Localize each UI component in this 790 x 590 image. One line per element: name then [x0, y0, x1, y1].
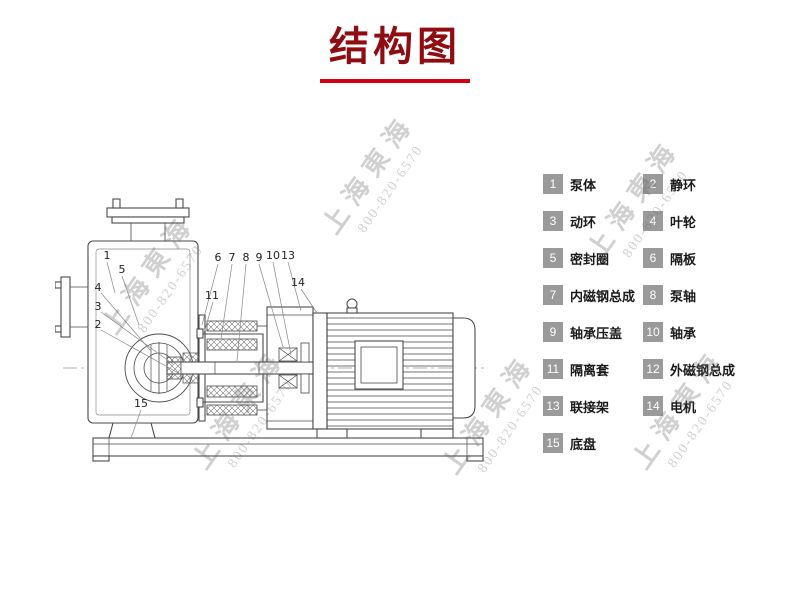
legend-item-number: 4 — [643, 211, 663, 231]
callout-5: 5 — [119, 263, 126, 276]
callout-10: 10 — [266, 249, 280, 262]
legend-item: 5 密封圈 — [543, 248, 643, 268]
legend-item-number: 12 — [643, 359, 663, 379]
parts-legend: 1 泵体 2 静环 3 动环 4 叶轮 5 密封圈 6 隔板 7 内磁钢总成 8 — [543, 174, 749, 453]
legend-item-number: 7 — [543, 285, 563, 305]
legend-item: 14 电机 — [643, 396, 749, 416]
legend-item: 7 内磁钢总成 — [543, 285, 643, 305]
legend-item: 12 外磁钢总成 — [643, 359, 749, 379]
pump-diagram-svg: 1 5 4 3 2 15 6 7 8 9 10 13 11 14 — [54, 198, 487, 462]
title-underline — [320, 79, 470, 83]
legend-item: 1 泵体 — [543, 174, 643, 194]
legend-item-label: 泵体 — [570, 177, 597, 193]
callout-11: 11 — [205, 289, 219, 302]
legend-item-label: 电机 — [670, 399, 697, 415]
legend-item-label: 密封圈 — [570, 251, 610, 267]
legend-item: 2 静环 — [643, 174, 749, 194]
legend-item: 10 轴承 — [643, 322, 749, 342]
page-title: 结构图 — [329, 25, 461, 69]
legend-item-number: 3 — [543, 211, 563, 231]
callout-13: 13 — [281, 249, 295, 262]
motor — [312, 298, 476, 439]
pump-shaft — [166, 361, 314, 375]
callout-9: 9 — [256, 251, 263, 264]
callout-leader-lines — [100, 261, 318, 439]
bearing — [278, 347, 298, 389]
legend-item-label: 外磁钢总成 — [670, 362, 736, 378]
callout-4: 4 — [95, 281, 102, 294]
callout-7: 7 — [229, 251, 236, 264]
legend-item-number: 6 — [643, 248, 663, 268]
mechanical-seal — [182, 352, 200, 384]
legend-item-label: 轴承压盖 — [570, 325, 623, 341]
callout-8: 8 — [243, 251, 250, 264]
legend-item-label: 隔离套 — [570, 362, 610, 378]
legend-item: 4 叶轮 — [643, 211, 749, 231]
legend-item-label: 动环 — [570, 214, 597, 230]
legend-item: 3 动环 — [543, 211, 643, 231]
callout-1: 1 — [104, 249, 111, 262]
legend-item-label: 轴承 — [670, 325, 697, 341]
legend-item-number: 14 — [643, 396, 663, 416]
pump-structure-drawing: 1 5 4 3 2 15 6 7 8 9 10 13 11 14 — [54, 135, 495, 475]
legend-item: 9 轴承压盖 — [543, 322, 643, 342]
legend-item-number: 10 — [643, 322, 663, 342]
legend-item-number: 15 — [543, 433, 563, 453]
legend-item: 15 底盘 — [543, 433, 643, 453]
callout-6: 6 — [215, 251, 222, 264]
legend-item-number: 1 — [543, 174, 563, 194]
legend-item-label: 底盘 — [570, 436, 597, 452]
callout-14: 14 — [291, 276, 305, 289]
inlet-flange-left — [54, 276, 88, 338]
title-block: 结构图 — [0, 14, 790, 83]
legend-item-number: 9 — [543, 322, 563, 342]
callout-3: 3 — [95, 300, 102, 313]
suction-flange-top — [106, 198, 190, 241]
callout-numbers: 1 5 4 3 2 15 6 7 8 9 10 13 11 14 — [95, 249, 306, 410]
legend-item: 11 隔离套 — [543, 359, 643, 379]
legend-item: 8 泵轴 — [643, 285, 749, 305]
base-plate — [92, 437, 484, 462]
bearing-cover — [300, 342, 310, 394]
legend-item-label: 泵轴 — [670, 288, 697, 304]
legend-item-label: 叶轮 — [670, 214, 697, 230]
legend-item-label: 内磁钢总成 — [570, 288, 636, 304]
callout-2: 2 — [95, 318, 102, 331]
legend-item-number: 5 — [543, 248, 563, 268]
legend-item-number: 8 — [643, 285, 663, 305]
legend-item-number: 2 — [643, 174, 663, 194]
legend-item: 6 隔板 — [643, 248, 749, 268]
legend-item-number: 13 — [543, 396, 563, 416]
legend-item-label: 隔板 — [670, 251, 697, 267]
legend-item-number: 11 — [543, 359, 563, 379]
inner-magnet-assembly — [206, 338, 258, 398]
legend-item-label: 静环 — [670, 177, 697, 193]
legend-item-label: 联接架 — [570, 399, 610, 415]
legend-item: 13 联接架 — [543, 396, 643, 416]
callout-15: 15 — [134, 397, 148, 410]
